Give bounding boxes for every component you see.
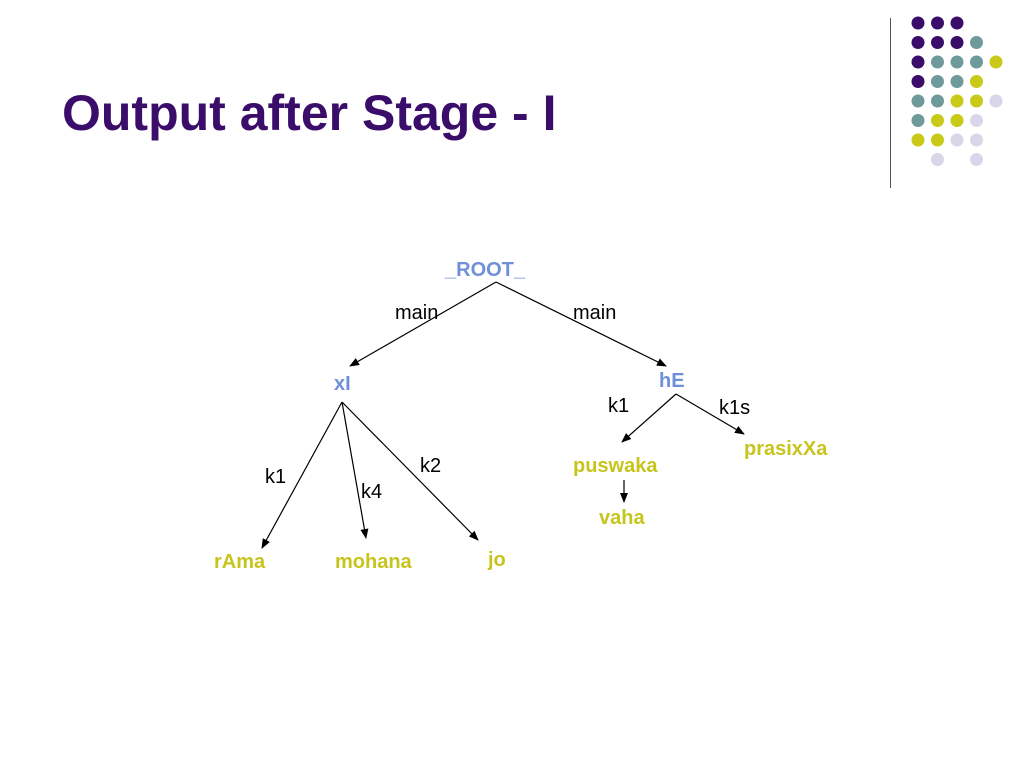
node-root: _ROOT_ — [444, 259, 526, 281]
edge-hE-to-puswaka — [621, 393, 677, 443]
slide-title: Output after Stage - I — [62, 85, 557, 141]
edge-label-xI-mohana: k4 — [361, 481, 382, 503]
edge-label-xI-rAma: k1 — [265, 466, 286, 488]
edge-hE-to-prasixXa — [675, 393, 745, 435]
node-puswaka: puswaka — [573, 455, 658, 477]
edge-label-hE-puswaka: k1 — [608, 395, 629, 417]
node-xI: xI — [334, 373, 351, 395]
edge-label-xI-jo: k2 — [420, 455, 441, 477]
edge-xI-to-rAma — [261, 401, 343, 549]
edge-root-to-hE — [495, 281, 667, 367]
edge-xI-to-mohana — [341, 401, 369, 539]
edge-label-root-hE: main — [573, 302, 616, 324]
node-jo: jo — [487, 549, 506, 571]
edge-root-to-xI — [349, 281, 497, 367]
edge-xI-to-jo — [341, 401, 479, 541]
edge-label-root-xI: main — [395, 302, 438, 324]
node-vaha: vaha — [599, 507, 645, 529]
edge-label-hE-prasixXa: k1s — [719, 397, 750, 419]
node-rAma: rAma — [214, 551, 266, 573]
node-prasixXa: prasixXa — [744, 438, 828, 460]
title-divider-line — [890, 18, 891, 188]
node-hE: hE — [659, 370, 685, 392]
node-mohana: mohana — [335, 551, 413, 573]
